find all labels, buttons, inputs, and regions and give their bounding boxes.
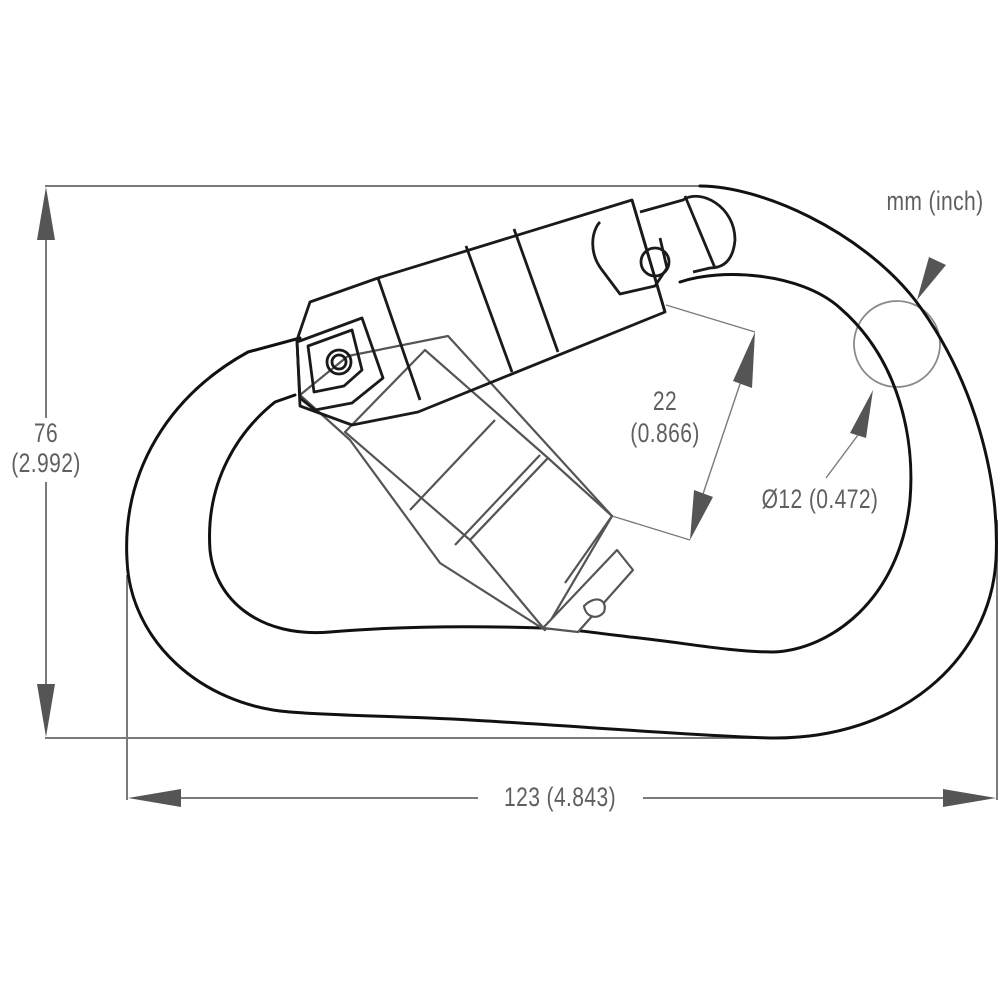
- height-dimension: [37, 187, 55, 737]
- arrow-right-icon: [943, 789, 996, 807]
- rod-diameter-label: Ø12 (0.472): [761, 484, 879, 514]
- length-label: 123 (4.843): [503, 782, 617, 812]
- length-dimension: [128, 789, 996, 807]
- carabiner-body: [125, 184, 998, 740]
- arrow-down-icon: [690, 490, 713, 540]
- dimension-lines: [45, 185, 998, 800]
- gate-open-position: [298, 334, 635, 634]
- height-mm-label: 76: [33, 418, 59, 448]
- gate-opening-dimension: [611, 304, 756, 541]
- units-label: mm (inch): [886, 186, 984, 216]
- arrow-left-icon: [128, 789, 181, 807]
- height-inch-label: (2.992): [11, 448, 81, 478]
- arrow-down-icon: [917, 257, 946, 300]
- arrow-up-icon: [37, 187, 55, 240]
- gate-opening-mm-label: 22: [652, 386, 678, 416]
- arrow-down-icon: [37, 684, 55, 737]
- arrow-up-icon: [733, 332, 755, 388]
- arrow-up-icon: [850, 390, 873, 438]
- rod-diameter-dimension: [825, 257, 946, 479]
- gate-closed-position: [295, 194, 737, 427]
- gate-opening-inch-label: (0.866): [630, 418, 700, 448]
